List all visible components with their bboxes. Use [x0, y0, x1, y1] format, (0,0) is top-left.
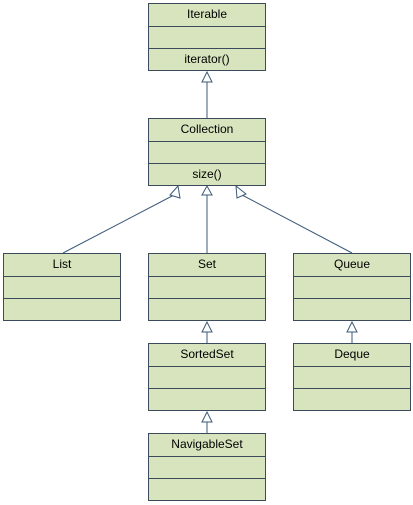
- class-name: Set: [197, 257, 216, 271]
- class-name: Deque: [334, 347, 370, 361]
- class-navigableset: NavigableSet: [148, 433, 266, 501]
- methods-compartment: [294, 298, 410, 320]
- class-name: NavigableSet: [171, 437, 243, 451]
- edge-queue-collection: [241, 194, 353, 254]
- class-name: Queue: [333, 257, 371, 271]
- generalization-arrowhead-sortedset: [201, 410, 213, 423]
- class-iterable: Iterable iterator(): [148, 3, 266, 71]
- attributes-compartment: [149, 366, 265, 388]
- generalization-arrowhead-set: [201, 320, 213, 333]
- generalization-arrowhead-queue: [346, 320, 358, 333]
- method-size: size(): [149, 163, 265, 185]
- class-name: List: [52, 257, 72, 271]
- edge-list-collection: [62, 194, 175, 254]
- methods-compartment: [149, 388, 265, 410]
- generalization-arrowhead-collection-center: [201, 184, 213, 196]
- attributes-compartment: [4, 276, 120, 298]
- class-sortedset: SortedSet: [148, 343, 266, 411]
- attributes-compartment: [294, 366, 410, 388]
- class-deque: Deque: [293, 343, 411, 411]
- methods-compartment: [4, 298, 120, 320]
- methods-compartment: [149, 298, 265, 320]
- attributes-compartment: [294, 276, 410, 298]
- class-set: Set: [148, 253, 266, 321]
- generalization-arrowhead-iterable: [201, 70, 213, 83]
- class-name: SortedSet: [180, 347, 234, 361]
- attributes-compartment: [149, 26, 265, 48]
- generalization-arrowhead-collection-right: [235, 184, 247, 199]
- class-name: Collection: [180, 122, 234, 136]
- class-list: List: [3, 253, 121, 321]
- attributes-compartment: [149, 276, 265, 298]
- method-iterator: iterator(): [149, 48, 265, 70]
- class-name: Iterable: [186, 7, 228, 21]
- attributes-compartment: [149, 141, 265, 163]
- methods-compartment: [294, 388, 410, 410]
- attributes-compartment: [149, 456, 265, 478]
- methods-compartment: [149, 478, 265, 500]
- class-queue: Queue: [293, 253, 411, 321]
- generalization-arrowhead-collection-left: [169, 184, 181, 199]
- class-collection: Collection size(): [148, 118, 266, 186]
